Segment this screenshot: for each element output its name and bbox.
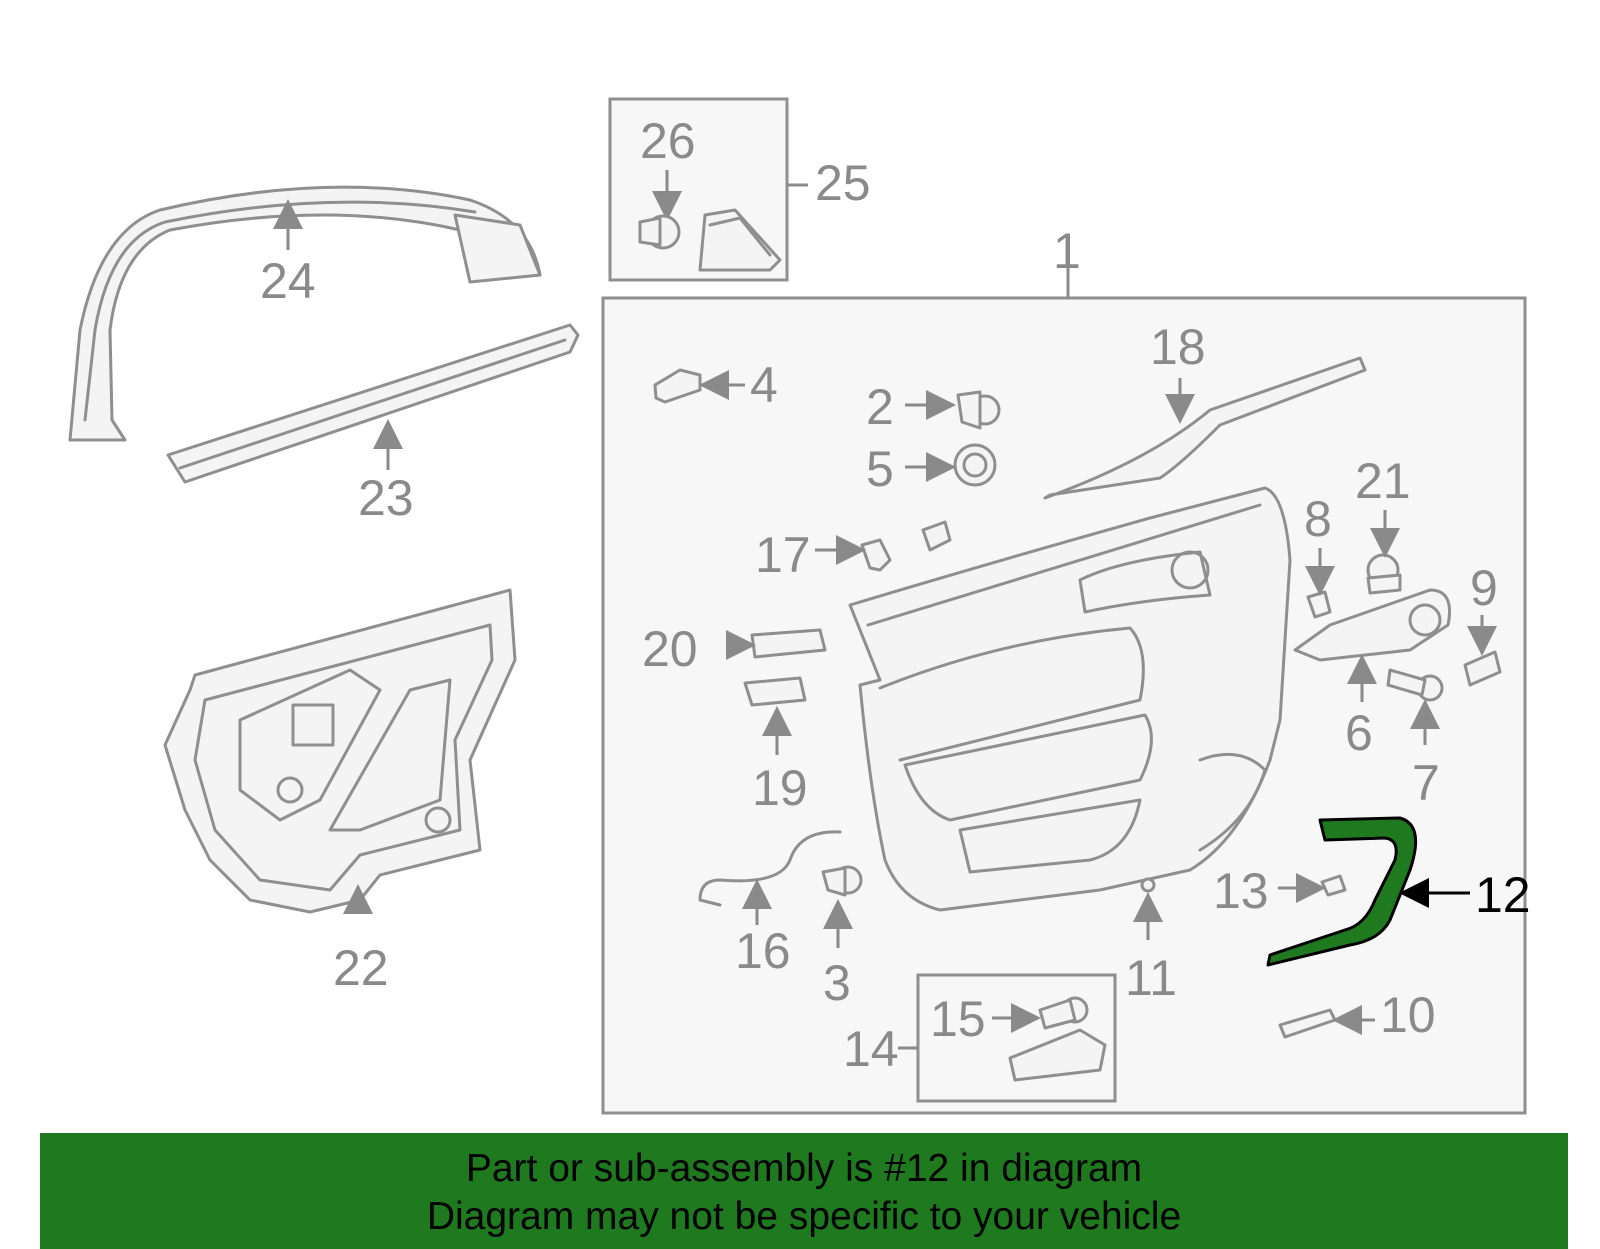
callout-21: 21 [1355,453,1411,509]
part-20-switch-bezel [726,628,827,660]
part-4-clip [653,368,745,404]
part-16-wire [698,830,842,925]
callout-1: 1 [1053,223,1081,279]
part-small-clip [921,520,952,552]
part-21-switch [1366,510,1402,595]
part-10-clip [1278,1005,1375,1039]
callout-16: 16 [735,923,791,979]
part-5-grommet [905,443,997,487]
callout-7: 7 [1412,755,1440,811]
part-9-cover [1463,615,1502,687]
callout-6: 6 [1345,705,1373,761]
part-13-clip [1278,873,1347,903]
part-11-pin [1133,877,1163,940]
part-17-screw [815,535,892,572]
callout-20: 20 [642,621,698,677]
callout-25: 25 [815,155,871,211]
part-18-upper-trim [1043,356,1367,500]
part-12-trim-molding-highlighted [1266,816,1470,967]
info-banner: Part or sub-assembly is #12 in diagram D… [40,1133,1568,1249]
part-8-clip [1305,548,1335,619]
callout-17: 17 [755,527,811,583]
part-15-bulb [1008,996,1107,1082]
callout-8: 8 [1304,491,1332,547]
callout-11: 11 [1125,950,1177,1006]
callout-4: 4 [750,357,778,413]
callout-3: 3 [823,955,851,1011]
callout-18: 18 [1150,319,1206,375]
part-1-door-trim-panel [848,486,1292,912]
part-24-frame-molding [68,185,542,442]
banner-line-1: Part or sub-assembly is #12 in diagram [465,1147,1143,1190]
part-23-belt-molding [166,323,580,484]
part-3-fastener [821,865,863,948]
callout-26: 26 [640,113,696,169]
part-6-handle-bezel [1293,588,1451,702]
callout-9: 9 [1470,560,1498,616]
callout-13: 13 [1213,863,1269,919]
part-19-switch [743,676,807,755]
callout-2: 2 [866,379,894,435]
callout-12: 12 [1475,867,1531,923]
callout-10: 10 [1380,987,1436,1043]
part-26-push-pin [638,208,782,272]
callout-15: 15 [930,991,986,1047]
banner-line-2: Diagram may not be specific to your vehi… [426,1195,1182,1238]
callout-14: 14 [843,1021,899,1077]
part-2-retainer [905,390,1001,430]
part-22-water-deflector [163,588,517,914]
callout-19: 19 [752,760,808,816]
callout-5: 5 [866,441,894,497]
part-7-screw [1386,668,1444,745]
callout-24: 24 [260,253,316,309]
callout-22: 22 [333,940,389,996]
callout-23: 23 [358,470,414,526]
